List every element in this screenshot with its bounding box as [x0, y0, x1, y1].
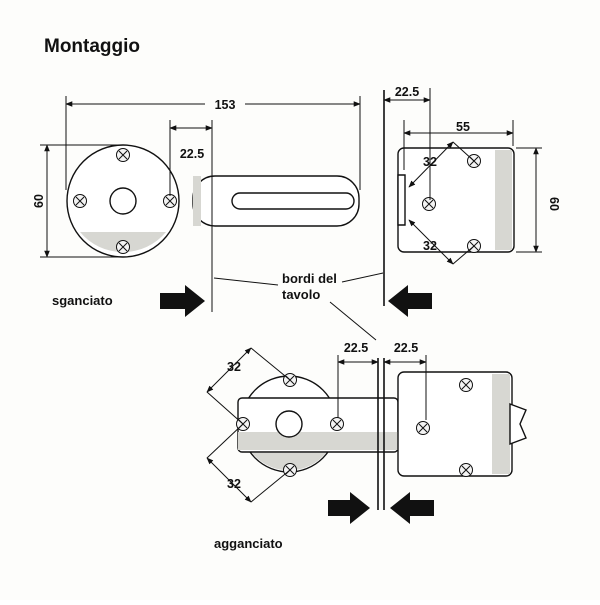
dim-label: 32 [227, 477, 241, 491]
push-arrow-right-icon [160, 285, 205, 317]
dim-label: 22.5 [180, 147, 204, 161]
table-edges-callout: bordi del tavolo [213, 271, 384, 341]
dimension-diagonals-right: 32 32 [408, 141, 475, 265]
push-arrow-left-icon [390, 492, 434, 524]
screw-icon [422, 197, 436, 211]
screw-icon [330, 417, 344, 431]
dim-label: 22.5 [394, 341, 418, 355]
screw-icon [116, 148, 130, 162]
dim-label: 32 [227, 360, 241, 374]
push-arrow-left-icon [388, 285, 432, 317]
center-hole [109, 187, 137, 215]
dimension-overall-length: 153 [65, 96, 361, 190]
screw-icon [116, 240, 130, 254]
dim-label: 60 [547, 197, 561, 211]
screw-icon [459, 463, 473, 477]
center-hole [275, 410, 303, 438]
dim-label: 32 [423, 239, 437, 253]
dim-label: 153 [215, 98, 236, 112]
dimension-diagonals-bottom: 32 32 [206, 347, 291, 503]
dim-label: 32 [423, 155, 437, 169]
lever-part-bottom [236, 373, 399, 477]
hooked-label: agganciato [214, 536, 283, 551]
unhooked-label: sganciato [52, 293, 113, 308]
catch-block-bottom [377, 358, 527, 510]
dim-label: 22.5 [395, 85, 419, 99]
dim-label: 55 [456, 120, 470, 134]
dim-label: 22.5 [344, 341, 368, 355]
page-title: Montaggio [44, 36, 140, 57]
dimension-offset-bottom: 22.5 22.5 [337, 341, 427, 420]
screw-icon [73, 194, 87, 208]
screw-icon [459, 378, 473, 392]
dimension-width-right: 55 [403, 120, 514, 170]
table-edges-label: bordi del [282, 271, 337, 286]
screw-icon [163, 194, 177, 208]
dimension-height-right: 60 [516, 147, 561, 253]
dimension-height-left: 60 [32, 144, 120, 258]
dimension-hole-offset-top: 22.5 [169, 120, 213, 312]
screw-icon [416, 421, 430, 435]
lever-part-top [66, 144, 360, 258]
table-edges-label: tavolo [282, 287, 320, 302]
push-arrow-right-icon [328, 492, 370, 524]
lever-slot [231, 192, 355, 210]
dim-label: 60 [32, 194, 46, 208]
catch-hook [509, 402, 527, 446]
